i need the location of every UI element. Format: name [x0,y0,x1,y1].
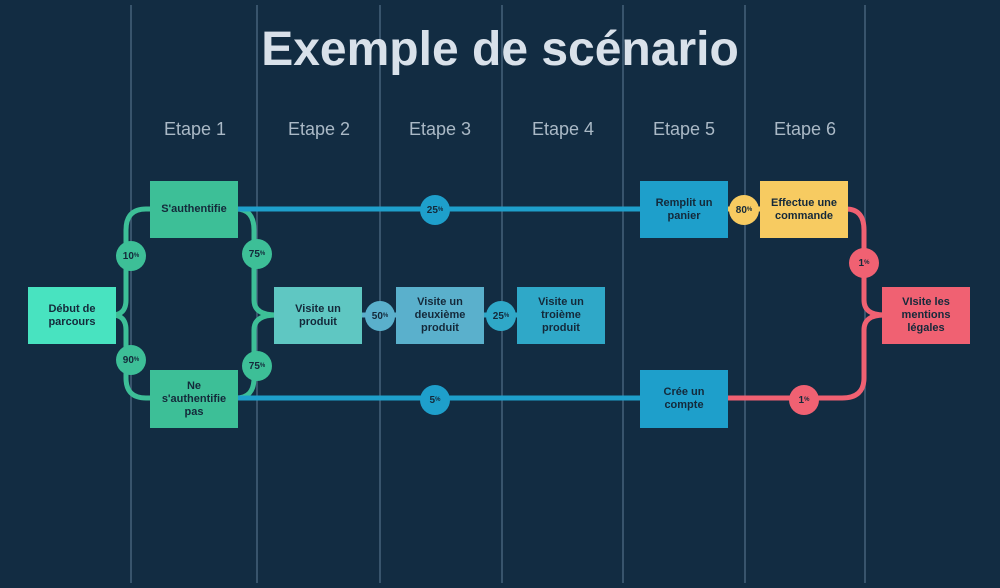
stage-label-5: Etape 5 [652,119,716,139]
badge-debut-non-auth: 90% [116,345,146,375]
node-cree-compte: Crée un compte [640,370,728,428]
flow-debut-auth [109,206,155,318]
node-debut-parcours: Début de parcours [28,287,116,344]
stage-label-2: Etape 2 [287,119,351,139]
badge-percent-sign: % [435,397,441,403]
badge-percent-sign: % [804,397,810,403]
node-visite-deuxieme-produit: Visite un deuxième produit [396,287,484,344]
badge-percent-sign: % [382,313,389,319]
badge-value: 1 [858,257,865,269]
badge-panier-commande: 80% [729,195,759,225]
badge-value: 75 [248,248,260,260]
node-remplit-panier: Remplit un panier [640,181,728,238]
badge-debut-auth: 10% [116,241,146,271]
node-effectue-commande: Effectue une commande [760,181,848,238]
node-authentifie: S'authentifie [150,181,238,238]
node-visite-produit: Visite un produit [274,287,362,344]
badge-percent-sign: % [437,207,444,213]
node-mentions-legales: VIsite les mentions légales [882,287,970,344]
stage-label-4: Etape 4 [531,119,595,139]
stage-label-1: Etape 1 [163,119,227,139]
page-title: Exemple de scénario [261,23,739,76]
badge-deuxieme-troisieme: 25% [486,301,516,331]
badge-percent-sign: % [259,363,266,369]
badge-value: 25 [426,204,438,216]
badge-percent-sign: % [503,313,510,319]
badge-commande-mentions: 1% [849,248,879,278]
flow-compte-mentions [723,312,887,401]
badge-value: 75 [248,360,260,372]
badge-percent-sign: % [259,251,266,257]
stage-label-6: Etape 6 [773,119,837,139]
badge-auth-panier: 25% [420,195,450,225]
badge-value: 5 [429,394,436,406]
badge-percent-sign: % [133,357,140,363]
badge-produit-deuxieme: 50% [365,301,395,331]
badge-value: 50 [371,310,383,322]
node-non-authentifie: Ne s'authentifie pas [150,370,238,428]
badge-value: 10 [122,250,134,262]
node-visite-troisieme-produit: Visite un troième produit [517,287,605,344]
badge-value: 1 [798,394,805,406]
badge-percent-sign: % [746,207,753,213]
stage-label-3: Etape 3 [408,119,472,139]
stage-separators [130,5,866,583]
badge-compte-mentions: 1% [789,385,819,415]
flow-debut-non-auth [109,312,155,401]
badge-non-auth-produit: 75% [242,351,272,381]
badge-auth-produit: 75% [242,239,272,269]
badge-percent-sign: % [864,260,870,266]
badge-percent-sign: % [133,253,140,259]
badge-value: 80 [735,204,747,216]
badge-value: 90 [122,354,134,366]
badge-value: 25 [492,310,504,322]
badge-non-auth-compte: 5% [420,385,450,415]
